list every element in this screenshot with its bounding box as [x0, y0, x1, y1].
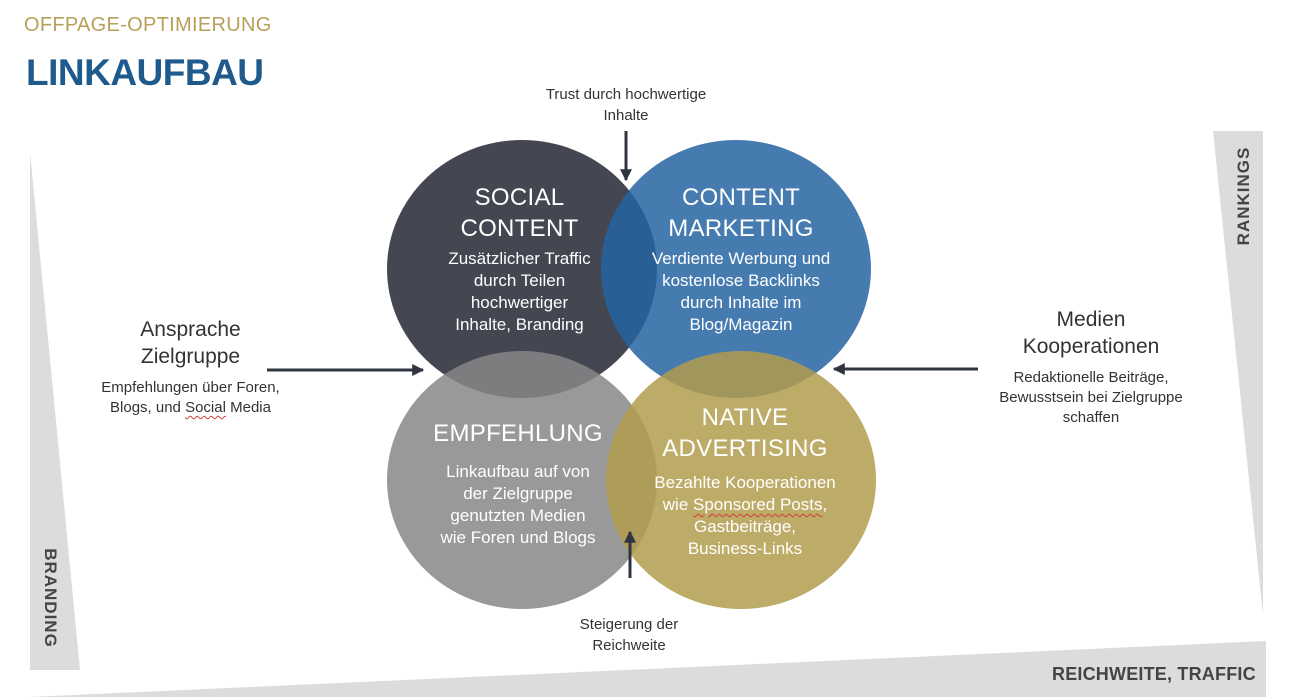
- ansprache-zielgruppe-block: Ansprache Zielgruppe Empfehlungen über F…: [88, 316, 293, 418]
- page-kicker: OFFPAGE-OPTIMIERUNG: [24, 14, 272, 36]
- content-marketing-desc: Verdiente Werbung und kostenlose Backlin…: [651, 249, 831, 334]
- native-advertising-desc: Bezahlte Kooperationen wie Sponsored Pos…: [654, 473, 836, 558]
- empfehlung-text: EMPFEHLUNG Linkaufbau auf von der Zielgr…: [428, 418, 608, 549]
- reach-wedge: [30, 641, 1266, 697]
- social-content-title: SOCIAL CONTENT: [460, 184, 579, 242]
- ansprache-zielgruppe-title: Ansprache Zielgruppe: [140, 318, 241, 368]
- medien-kooperationen-desc: Redaktionelle Beiträge, Bewusstsein bei …: [999, 369, 1183, 426]
- spellcheck-underline: Sponsored Posts: [693, 495, 823, 514]
- rankings-axis-label: RANKINGS: [1234, 146, 1253, 246]
- empfehlung-title: EMPFEHLUNG: [433, 420, 603, 447]
- branding-axis-label: BRANDING: [41, 548, 60, 648]
- trust-note: Trust durch hochwertige Inhalte: [545, 86, 707, 124]
- social-content-desc: Zusätzlicher Traffic durch Teilen hochwe…: [448, 249, 591, 334]
- content-marketing-title: CONTENT MARKETING: [668, 184, 814, 242]
- rankings-wedge: [1213, 131, 1263, 615]
- reichweite-note: Steigerung der Reichweite: [579, 616, 679, 654]
- native-advertising-title: NATIVE ADVERTISING: [662, 404, 828, 462]
- empfehlung-desc: Linkaufbau auf von der Zielgruppe genutz…: [440, 462, 596, 547]
- branding-wedge: [30, 152, 80, 670]
- medien-kooperationen-block: Medien Kooperationen Redaktionelle Beitr…: [982, 306, 1200, 428]
- content-marketing-text: CONTENT MARKETING Verdiente Werbung und …: [646, 182, 836, 336]
- native-advertising-circle: [606, 351, 876, 609]
- page-title: LINKAUFBAU: [26, 52, 264, 93]
- ansprache-zielgruppe-desc: Empfehlungen über Foren, Blogs, und Soci…: [101, 379, 280, 416]
- medien-kooperationen-title: Medien Kooperationen: [1022, 308, 1160, 358]
- social-content-text: SOCIAL CONTENT Zusätzlicher Traffic durc…: [437, 182, 602, 336]
- reach-axis-label: REICHWEITE, TRAFFIC: [1052, 664, 1256, 684]
- native-advertising-text: NATIVE ADVERTISING Bezahlte Kooperatione…: [645, 402, 845, 560]
- spellcheck-underline: Social: [185, 399, 226, 416]
